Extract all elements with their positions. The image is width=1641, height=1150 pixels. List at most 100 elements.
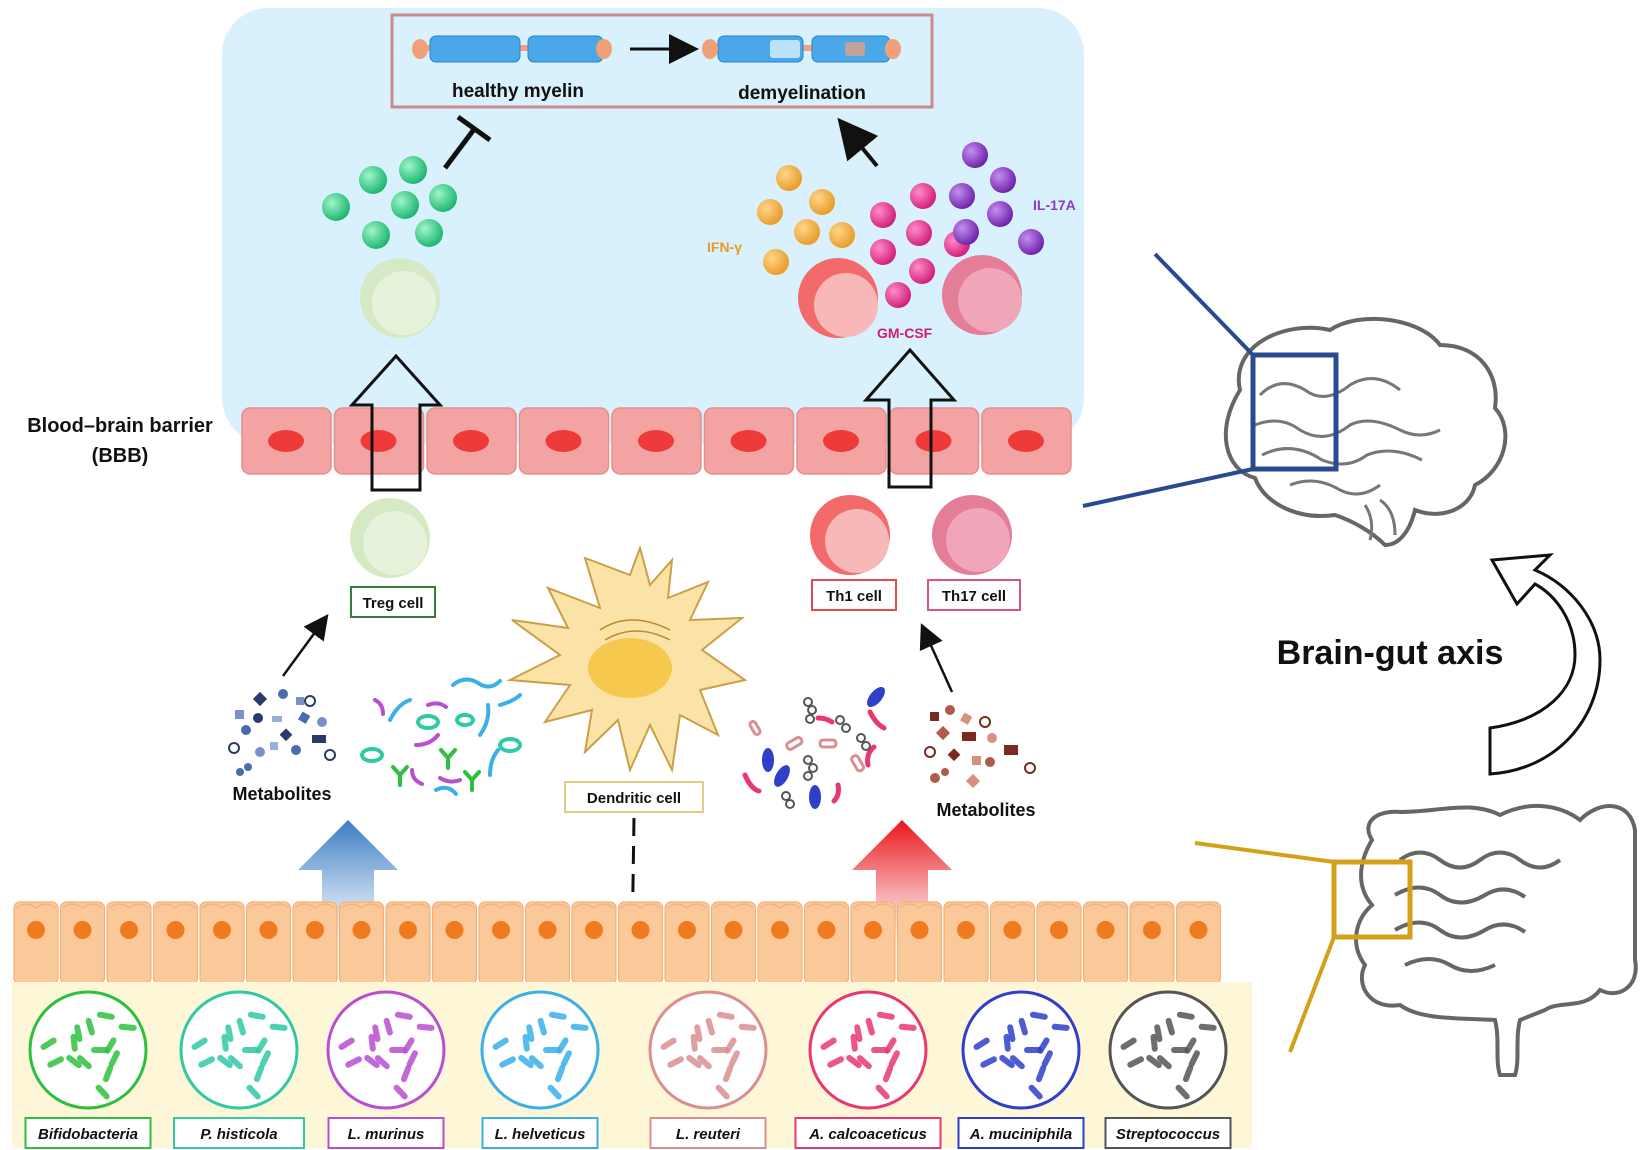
bacteria-colony	[28, 990, 148, 1110]
gut-cell	[803, 901, 850, 985]
metabolite-to-th-arrow	[919, 623, 954, 693]
bacteria-colony	[648, 990, 768, 1110]
gut-cell	[1082, 901, 1129, 985]
th17-cell-periphery	[932, 495, 1012, 575]
bbb-endothelium	[241, 407, 1072, 475]
bacteria-label-box	[794, 1117, 942, 1149]
bacteria-label-box	[173, 1117, 305, 1149]
dendritic-label-box: Dendritic cell	[564, 781, 704, 813]
gut-cell	[478, 901, 524, 985]
bacteria-label-box	[481, 1117, 599, 1149]
gut-epithelium	[13, 901, 1222, 985]
gut-cell	[385, 901, 431, 985]
bacteria-left-cluster	[360, 677, 522, 796]
bacteria-colony	[808, 990, 928, 1110]
th17-label-box: Th17 cell	[927, 579, 1021, 611]
metabolite-to-treg-arrow	[281, 613, 329, 677]
bbb-label-line2: (BBB)	[92, 445, 149, 467]
bacteria-colony	[326, 990, 446, 1110]
treg-cell-periphery	[350, 498, 430, 578]
brain-gut-axis-label: Brain-gut axis	[1277, 634, 1504, 672]
intestine-icon	[1354, 803, 1638, 1077]
brain-zoom-line-bottom	[1082, 467, 1254, 508]
gm-csf-cytokines	[870, 183, 970, 308]
th17-cell-cns	[942, 255, 1022, 335]
th1-cell-periphery	[810, 495, 890, 575]
metabolites-left-cluster	[228, 689, 336, 776]
metabolites-right-cluster	[924, 705, 1036, 789]
healthy-myelin-label: healthy myelin	[452, 81, 584, 102]
bacteria-right-cluster	[742, 687, 887, 809]
healthy-myelin-icon	[412, 35, 612, 63]
metabolites-left-label: Metabolites	[232, 784, 331, 804]
cns-compartment	[222, 8, 1084, 444]
demyelination-label: demyelination	[738, 83, 866, 104]
bacteria-colony	[179, 990, 299, 1110]
bacteria-colony	[480, 990, 600, 1110]
bbb-cell	[241, 407, 332, 475]
gut-cell	[338, 901, 385, 985]
bbb-cell	[333, 407, 425, 475]
bbb-cell	[611, 407, 702, 475]
bacteria-colony	[1108, 990, 1228, 1110]
bacteria-label: A. calcoaceticus	[808, 1126, 927, 1143]
ifn-gamma-label: IFN-γ	[707, 239, 742, 255]
gut-cell	[1129, 901, 1175, 985]
dendritic-label: Dendritic cell	[587, 790, 681, 807]
brain-gut-curved-arrow	[1488, 553, 1602, 776]
myelin-panel: healthy myelin demyelination	[390, 13, 934, 109]
gut-cell	[989, 901, 1036, 985]
gut-cell	[757, 901, 803, 985]
gut-cell	[710, 901, 757, 985]
gut-cell	[664, 901, 710, 985]
bbb-cell	[796, 407, 887, 475]
gut-cell	[1175, 901, 1222, 985]
bacteria-label-box	[1104, 1117, 1232, 1149]
gm-csf-label: GM-CSF	[877, 325, 933, 341]
dendritic-cell	[506, 544, 748, 774]
bbb-cell	[426, 407, 517, 475]
demyelination-icon	[702, 35, 901, 63]
treg-label-box: Treg cell	[350, 586, 436, 618]
gut-cell	[152, 901, 199, 985]
bacteria-colony	[961, 990, 1081, 1110]
gut-zoom-line-top	[1194, 841, 1335, 864]
bbb-cell	[518, 407, 610, 475]
brain-icon	[1223, 316, 1508, 548]
bacteria-label: L. reuteri	[676, 1126, 741, 1143]
ifn-gamma-cytokines	[757, 165, 855, 275]
gut-cell	[431, 901, 478, 985]
inhibition-symbol	[443, 114, 492, 170]
bbb-label-line1: Blood–brain barrier	[27, 415, 213, 437]
th1-cell-cns	[798, 258, 878, 338]
bacteria-label: L. murinus	[348, 1126, 425, 1143]
treg-cell-cns	[360, 258, 440, 338]
il-17a-cytokines	[949, 142, 1044, 255]
th1-label: Th1 cell	[826, 588, 882, 605]
bbb-cell	[703, 407, 795, 475]
gut-cell	[896, 901, 943, 985]
gut-cell	[1036, 901, 1082, 985]
th17-label: Th17 cell	[942, 588, 1006, 605]
bacteria-label: A. muciniphila	[969, 1126, 1073, 1143]
bbb-cell	[981, 407, 1072, 475]
gut-cell	[59, 901, 106, 985]
promote-arrow	[837, 117, 879, 168]
bacteria-label-box	[327, 1117, 445, 1149]
bacteria-label-box	[957, 1117, 1085, 1149]
gut-cell	[292, 901, 338, 985]
gut-zoom-line-bottom	[1288, 936, 1336, 1053]
bacteria-label: L. helveticus	[495, 1126, 586, 1143]
treg-migration-arrow	[348, 353, 444, 492]
gut-cell	[850, 901, 896, 985]
brain-zoom-line-top	[1153, 252, 1255, 357]
gut-cell	[245, 901, 292, 985]
gut-cell	[571, 901, 617, 985]
th1-label-box: Th1 cell	[811, 579, 897, 611]
bacteria-label: P. histicola	[200, 1126, 277, 1143]
metabolites-right-label: Metabolites	[936, 800, 1035, 820]
gut-cell	[943, 901, 989, 985]
il-17a-label: IL-17A	[1033, 197, 1076, 213]
